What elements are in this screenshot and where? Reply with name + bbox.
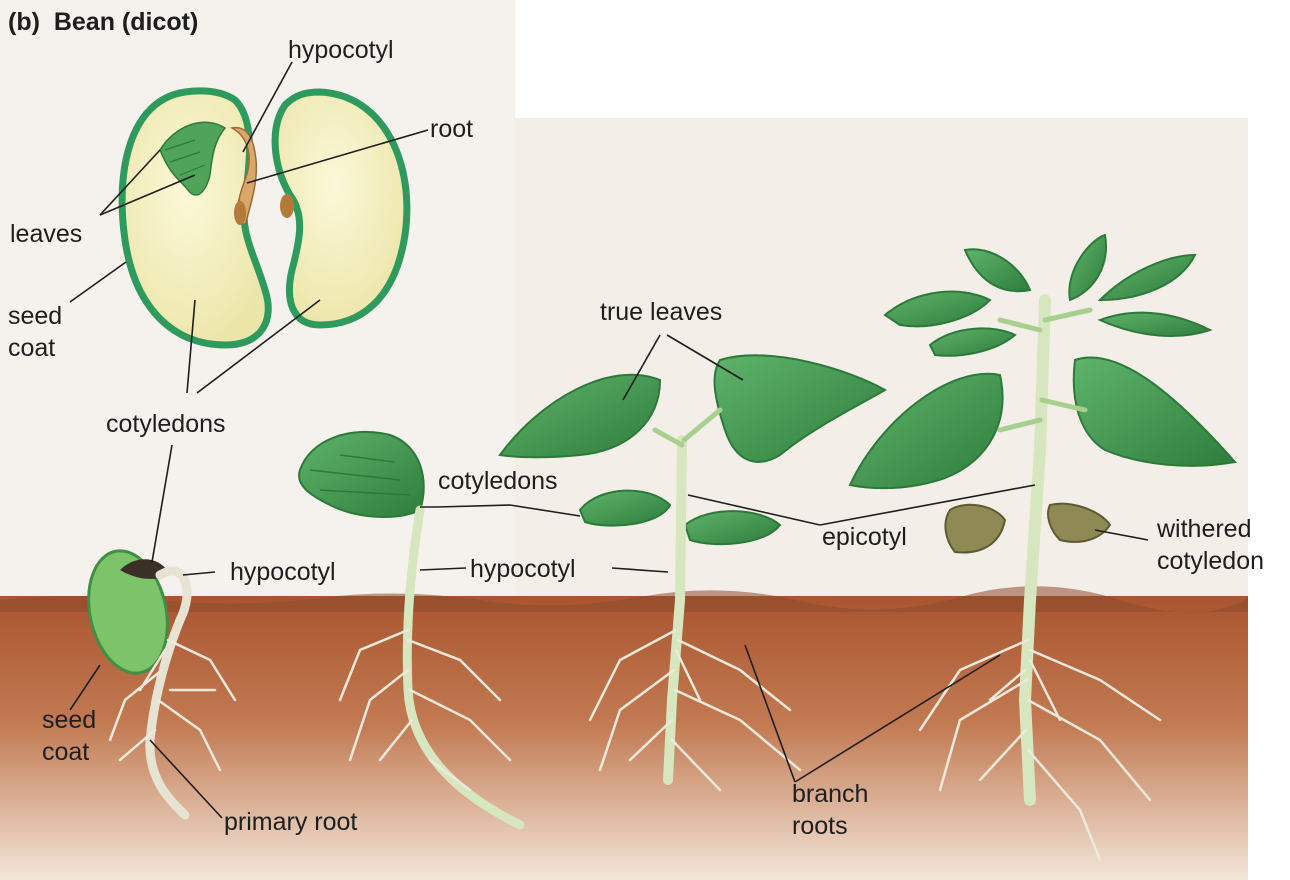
cotyledons-hook — [298, 430, 425, 518]
figure-title-text: Bean (dicot) — [53, 8, 199, 36]
label-true-leaves: true leaves — [600, 298, 723, 326]
withered-cotyledon-left — [944, 503, 1007, 554]
label-withered-2: cotyledon — [1157, 547, 1265, 575]
label-hypocotyl-seed: hypocotyl — [288, 36, 394, 64]
soil-surface — [0, 586, 1248, 613]
open-seed — [118, 87, 411, 349]
label-hypocotyl-germinating: hypocotyl — [230, 558, 336, 586]
leaf-lower-right — [1072, 356, 1237, 467]
stage-hook — [298, 430, 525, 830]
true-leaf-left — [498, 373, 662, 459]
panel-letter: (b) — [8, 8, 40, 36]
label-branch-2: roots — [792, 812, 848, 840]
label-root: root — [430, 115, 474, 143]
radicle-right — [280, 194, 294, 218]
stage-mature-seedling — [848, 233, 1237, 862]
stage-seedling — [498, 354, 888, 792]
label-cotyledons-mid: cotyledons — [438, 467, 558, 495]
withered-cotyledon-right — [1047, 502, 1112, 543]
rootlets-stage3 — [588, 628, 802, 792]
seed-coat-small — [87, 549, 169, 675]
hypocotyl-stem-stage2 — [402, 505, 525, 830]
label-seed-coat-top-1: seed — [8, 302, 63, 330]
rootlets-stage4 — [918, 638, 1162, 862]
true-leaf-right — [713, 354, 888, 463]
label-hypocotyl-mid: hypocotyl — [470, 555, 576, 583]
label-branch-1: branch — [792, 780, 869, 808]
label-seed-coat-top-2: coat — [8, 334, 56, 362]
rootlets-stage2 — [338, 628, 512, 792]
embryo-leaves — [159, 121, 227, 196]
leaf-lower-left — [848, 372, 1004, 490]
primary-root-stage1 — [145, 566, 192, 820]
label-primary-root: primary root — [224, 808, 358, 836]
left-cotyledon-half — [118, 87, 272, 349]
radicle-left — [234, 201, 246, 225]
label-seed-coat-bottom-2: coat — [42, 738, 90, 766]
leaf-upper-left — [883, 290, 992, 328]
label-leaves: leaves — [10, 220, 83, 248]
label-epicotyl: epicotyl — [822, 523, 907, 551]
cotyledon-left-stage3 — [578, 489, 672, 527]
soil — [0, 596, 1248, 880]
leader-lines — [69, 61, 1149, 819]
label-cotyledons-seed: cotyledons — [106, 410, 226, 438]
figure-title: (b) Bean (dicot) — [8, 8, 198, 37]
right-cotyledon-half — [271, 88, 411, 329]
label-seed-coat-bottom-1: seed — [42, 706, 97, 734]
stage-germinating-seed — [87, 549, 237, 820]
cotyledon-right-stage3 — [683, 510, 782, 546]
rootlets-stage1 — [108, 638, 237, 772]
label-withered-1: withered — [1157, 515, 1252, 543]
